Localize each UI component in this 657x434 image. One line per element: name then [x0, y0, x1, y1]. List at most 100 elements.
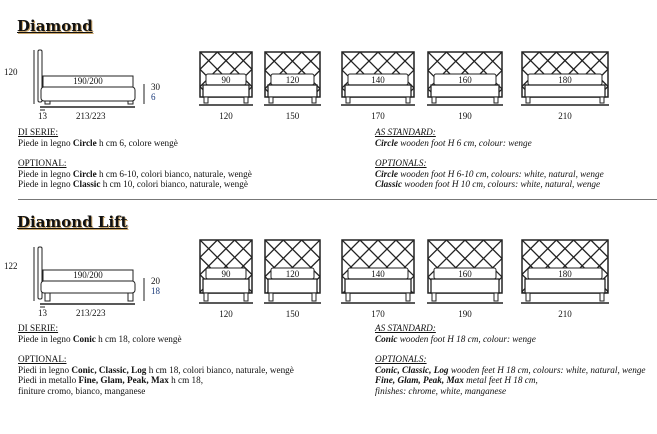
foot-height-label: 6	[151, 92, 156, 102]
standard-heading: AS STANDARD:	[375, 323, 436, 333]
spec-text: h cm 10, colori bianco, naturale, wengè	[100, 179, 248, 189]
mattress-width-label: 120	[286, 269, 300, 279]
english-specs: AS STANDARD:Circle wooden foot H 6 cm, c…	[375, 127, 604, 190]
spec-line: Piede in legno Conic h cm 18, colore wen…	[18, 334, 294, 345]
spec-text: finiture cromo, bianco, manganese	[18, 385, 146, 396]
spec-text: h cm 6-10, colori bianco, naturale, weng…	[96, 168, 252, 179]
mattress-width-label: 90	[222, 75, 232, 85]
bed-width-label: 150	[286, 309, 300, 319]
mattress-width-label: 180	[558, 75, 572, 85]
english-specs: AS STANDARD:Conic wooden foot H 18 cm, c…	[375, 323, 646, 396]
optional-heading: OPTIONALS:	[375, 158, 427, 168]
mattress-width-label: 160	[458, 75, 472, 85]
front-view-drawing	[521, 51, 609, 106]
spacer	[18, 344, 294, 354]
bed-width-label: 190	[458, 309, 472, 319]
front-view-drawing	[341, 51, 415, 106]
side-view-drawing	[33, 49, 145, 111]
bed-width-label: 210	[558, 309, 572, 319]
spec-text: Piede in legno	[18, 168, 73, 179]
spec-text: Piede in legno	[18, 333, 73, 344]
spec-text: wooden foot H 6 cm, colour: wenge	[397, 137, 532, 148]
front-view-drawing	[264, 51, 321, 106]
spec-line: Circle wooden foot H 6 cm, colour: wenge	[375, 138, 604, 149]
foot-model: Conic, Classic, Log	[375, 364, 449, 375]
spacer	[375, 148, 604, 158]
bed-width-label: 150	[286, 111, 300, 121]
foot-model: Circle	[375, 137, 398, 148]
headboard-depth-label: 13	[38, 111, 48, 121]
bed-width-label: 170	[371, 309, 385, 319]
section-divider	[18, 199, 657, 200]
spec-line: Piedi in metallo Fine, Glam, Peak, Max h…	[18, 375, 294, 386]
spec-line: Conic, Classic, Log wooden feet H 18 cm,…	[375, 365, 646, 376]
spec-line: Circle wooden foot H 6-10 cm, colours: w…	[375, 169, 604, 180]
foot-model: Conic	[375, 333, 398, 344]
spec-line: Piede in legno Classic h cm 10, colori b…	[18, 179, 252, 190]
bed-length-label: 213/223	[76, 308, 106, 318]
spec-text: wooden feet H 18 cm, colours: white, nat…	[448, 364, 646, 375]
mattress-width-label: 90	[222, 269, 232, 279]
spec-line: Conic wooden foot H 18 cm, colour: wenge	[375, 334, 646, 345]
height-label: 120	[4, 67, 18, 77]
bed-width-label: 120	[219, 309, 233, 319]
front-view-drawing	[264, 239, 321, 304]
spec-line: finishes: chrome, white, manganese	[375, 386, 646, 397]
mattress-length-label: 190/200	[73, 76, 103, 86]
bed-width-label: 190	[458, 111, 472, 121]
spec-text: finishes: chrome, white, manganese	[375, 385, 507, 396]
headboard-depth-label: 13	[38, 308, 48, 318]
spec-text: metal feet H 18 cm,	[463, 375, 538, 385]
spec-line: Piede in legno Circle h cm 6, colore wen…	[18, 138, 252, 149]
optional-heading: OPTIONALS:	[375, 354, 427, 364]
spec-text: wooden foot H 18 cm, colour: wenge	[397, 333, 536, 344]
foot-model: Circle	[72, 168, 97, 179]
spec-line: Fine, Glam, Peak, Max metal feet H 18 cm…	[375, 375, 646, 386]
foot-model: Fine, Glam, Peak, Max	[375, 375, 464, 385]
foot-height-label: 18	[151, 286, 161, 296]
front-view-drawing	[341, 239, 415, 304]
mattress-width-label: 160	[458, 269, 472, 279]
mattress-height-label: 20	[151, 276, 161, 286]
spec-text: h cm 18,	[168, 375, 204, 385]
mattress-length-label: 190/200	[73, 270, 103, 280]
foot-model: Conic	[72, 333, 96, 344]
side-view-drawing	[33, 246, 145, 308]
mattress-width-label: 120	[286, 75, 300, 85]
dimension-drawings: 120 190/200 306 13 213/223 90 120 120 150 140 170 1…	[4, 49, 609, 121]
mattress-height-label: 30	[151, 82, 161, 92]
foot-model: Fine, Glam, Peak, Max	[78, 375, 169, 385]
foot-model: Circle	[375, 168, 398, 179]
spec-text: Piedi in legno	[18, 364, 72, 375]
spacer	[375, 344, 646, 354]
italian-specs: DI SERIE:Piede in legno Conic h cm 18, c…	[18, 323, 294, 396]
spec-text: h cm 18, colori bianco, naturale, wengè	[146, 364, 294, 375]
product-title: Diamond Lift	[17, 213, 128, 231]
front-view-drawing	[199, 239, 253, 304]
italian-specs: DI SERIE:Piede in legno Circle h cm 6, c…	[18, 127, 252, 190]
spec-line: Piede in legno Circle h cm 6-10, colori …	[18, 169, 252, 180]
standard-heading: DI SERIE:	[18, 323, 59, 333]
optional-heading: OPTIONAL:	[18, 354, 67, 364]
standard-heading: AS STANDARD:	[375, 127, 436, 137]
spec-line: Piedi in legno Conic, Classic, Log h cm …	[18, 365, 294, 376]
foot-model: Conic, Classic, Log	[71, 364, 147, 375]
front-view-drawing	[199, 51, 253, 106]
bed-width-label: 210	[558, 111, 572, 121]
bed-width-label: 170	[371, 111, 385, 121]
foot-model: Classic	[375, 179, 403, 189]
spec-text: wooden foot H 10 cm, colours: white, nat…	[402, 179, 601, 189]
front-view-drawing	[427, 51, 503, 106]
spacer	[18, 148, 252, 158]
spec-text: Piede in legno	[18, 137, 73, 148]
bed-width-label: 120	[219, 111, 233, 121]
foot-model: Classic	[72, 179, 101, 189]
front-view-drawing	[521, 239, 609, 304]
spec-line: Classic wooden foot H 10 cm, colours: wh…	[375, 179, 604, 190]
height-label: 122	[4, 261, 18, 271]
bed-length-label: 213/223	[76, 111, 106, 121]
mattress-width-label: 140	[371, 75, 385, 85]
spec-text: Piede in legno	[18, 179, 73, 189]
spec-text: wooden foot H 6-10 cm, colours: white, n…	[397, 168, 604, 179]
